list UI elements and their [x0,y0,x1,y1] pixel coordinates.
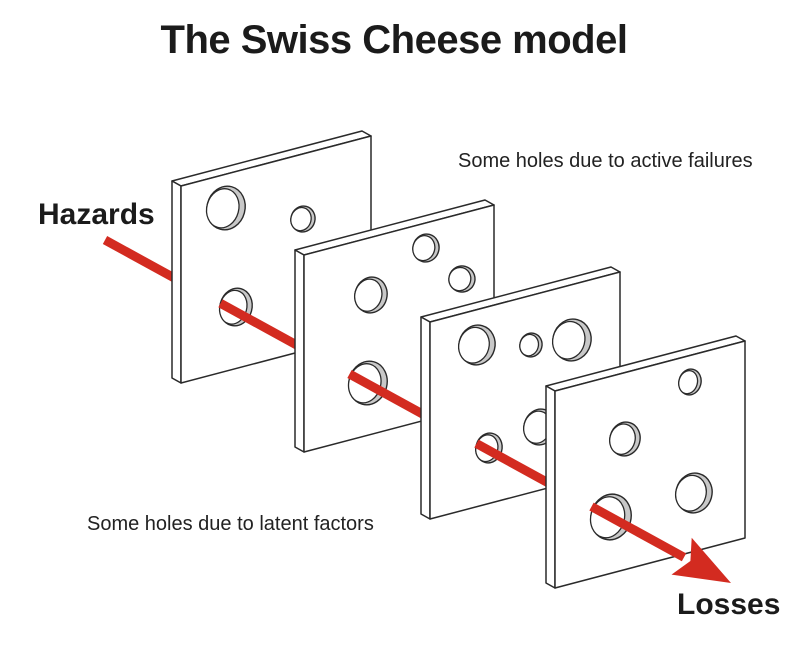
hole-opening [448,266,472,292]
hole-opening [678,369,699,395]
hole-opening [551,320,586,360]
cheese-hole [354,276,388,314]
hole-opening [519,333,540,357]
hole-opening [609,423,636,455]
hazards-label: Hazards [38,198,155,231]
hazard-arrow-segment [589,502,687,562]
cheese-hole [290,205,316,233]
slice-left-edge [171,180,182,384]
hole-opening [290,206,312,232]
cheese-hole [205,185,246,231]
cheese-slice-4 [545,335,746,589]
hole-opening [205,188,240,229]
hole-opening [457,326,490,364]
latent-factors-note: Some holes due to latent factors [87,513,374,535]
page-title: The Swiss Cheese model [160,18,628,62]
slice-left-edge [545,385,556,589]
losses-label: Losses [677,588,781,621]
active-failures-note: Some holes due to active failures [458,150,753,172]
slice-left-edge [294,249,305,453]
cheese-hole [448,265,476,293]
cheese-hole [457,324,496,366]
hazard-arrow-head [671,537,731,583]
cheese-hole [519,332,543,358]
hole-opening [674,474,707,512]
hole-opening [412,234,436,262]
cheese-hole [678,368,702,396]
cheese-hole [609,421,641,457]
slice-left-edge [420,316,431,520]
cheese-hole [674,472,713,514]
cheese-hole [551,318,592,362]
hole-opening [354,278,383,312]
cheese-hole [412,233,440,263]
